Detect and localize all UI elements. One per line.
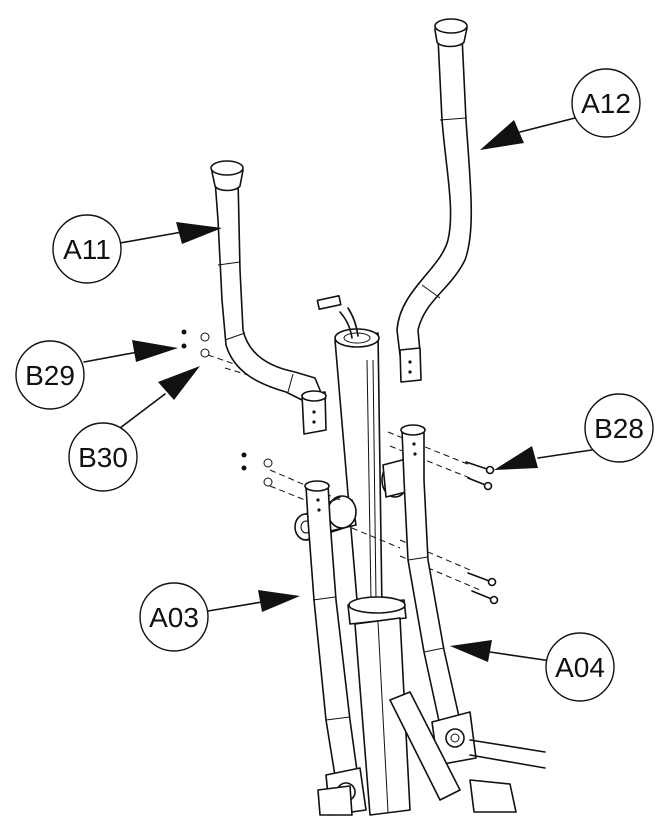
callout-b28: B28 <box>584 393 654 463</box>
callout-b28-label: B28 <box>594 413 644 444</box>
callout-a03-label: A03 <box>149 602 199 633</box>
handlebar-a12 <box>396 18 473 383</box>
callout-a12: A12 <box>571 68 641 138</box>
callout-a11: A11 <box>52 214 122 284</box>
callout-a04: A04 <box>545 632 615 702</box>
callout-a11-label: A11 <box>63 234 111 265</box>
callout-a12-label: A12 <box>581 88 631 119</box>
lower-arm-a04 <box>400 424 477 766</box>
callout-a04-label: A04 <box>555 652 605 683</box>
callout-a03: A03 <box>139 582 209 652</box>
hardware-mid-left <box>241 452 273 487</box>
callout-b30: B30 <box>68 422 138 492</box>
base-frame <box>317 691 546 816</box>
callout-b30-label: B30 <box>78 442 128 473</box>
hardware-b29-b30 <box>181 329 210 358</box>
hardware-b28 <box>465 461 499 605</box>
leader-arrows <box>83 117 606 663</box>
callout-b29-label: B29 <box>25 360 75 391</box>
callout-b29: B29 <box>15 340 85 410</box>
center-post <box>316 295 411 816</box>
handlebar-a11 <box>210 160 327 435</box>
